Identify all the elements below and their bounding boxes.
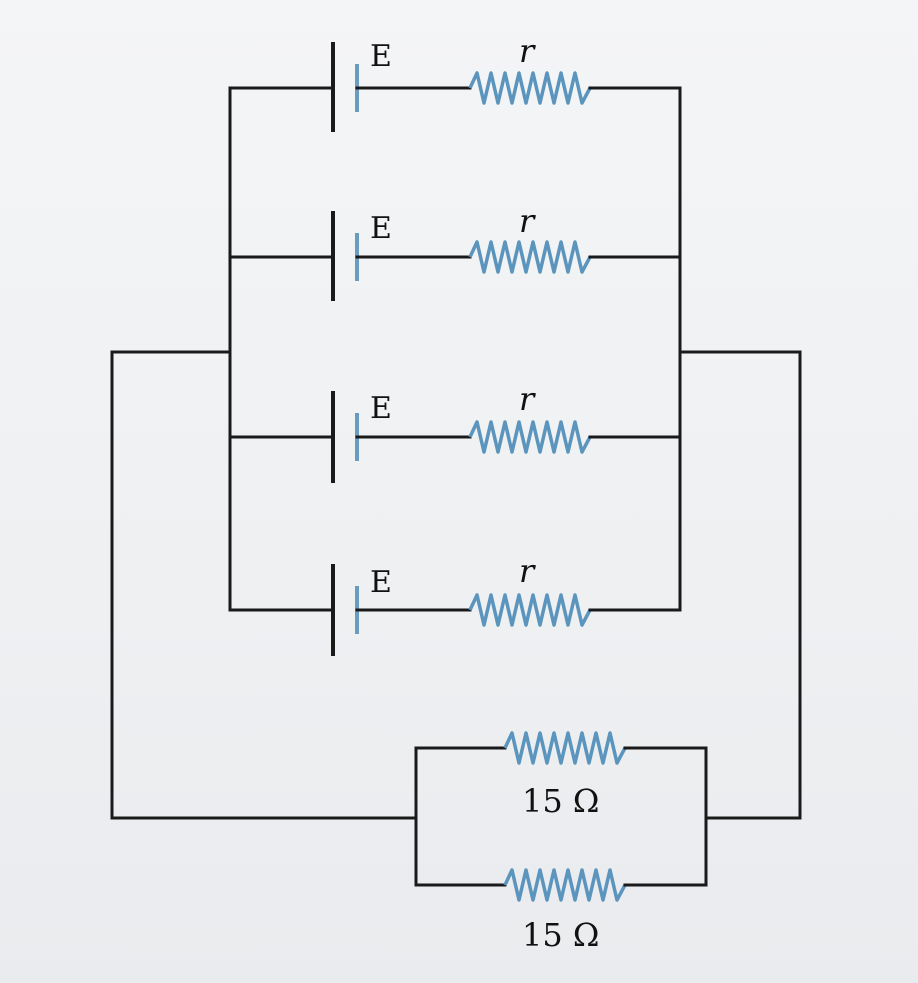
emf-label: E [370,565,392,600]
internal-resistance-label: r [519,552,536,590]
right-outer-wire [678,350,802,820]
branch-2: E r [228,202,682,301]
load-network: 15 Ω 15 Ω [414,731,708,954]
left-outer-wire [110,350,418,820]
internal-resistor-coil [468,593,592,627]
internal-resistor-coil [468,71,592,105]
internal-resistor-coil [468,240,592,274]
external-loop-wires [110,350,802,820]
load-resistor-label: 15 Ω [522,782,599,820]
internal-resistance-label: r [519,380,536,418]
internal-resistor-coil [468,420,592,454]
emf-label: E [370,211,392,246]
internal-resistance-label: r [519,202,536,240]
load-resistor-coil [503,868,627,902]
internal-resistance-label: r [519,32,536,70]
load-resistor-top: 15 Ω [414,731,708,820]
load-resistor-label: 15 Ω [522,916,599,954]
emf-label: E [370,391,392,426]
branch-1: E r [228,32,682,132]
emf-label: E [370,39,392,74]
load-resistor-coil [503,731,627,765]
branch-3: E r [228,380,682,483]
branch-4: E r [228,552,682,656]
load-resistor-bottom: 15 Ω [414,868,708,954]
